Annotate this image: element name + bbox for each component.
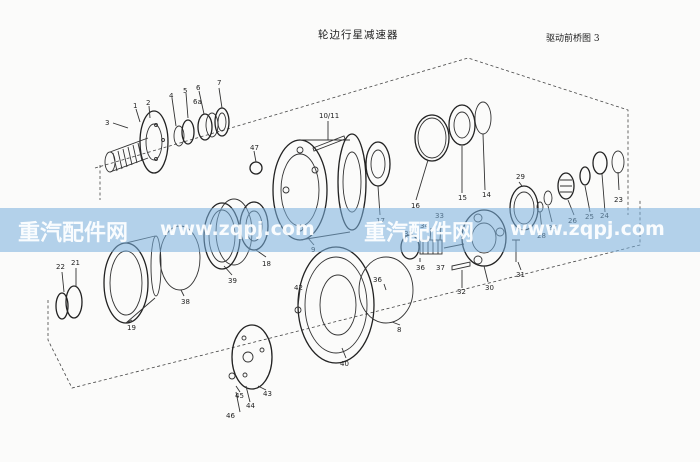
svg-text:2: 2: [146, 99, 150, 107]
svg-text:16: 16: [411, 202, 420, 210]
part-23: [611, 150, 625, 174]
svg-text:39: 39: [228, 277, 237, 285]
svg-text:42: 42: [294, 284, 303, 292]
watermark-brand: 重汽配件网: [18, 221, 129, 246]
svg-text:19: 19: [127, 324, 136, 332]
svg-text:15: 15: [458, 194, 467, 202]
part-25: [579, 166, 591, 186]
svg-text:21: 21: [71, 259, 80, 267]
svg-text:46: 46: [226, 412, 235, 420]
part-ring-16: [414, 114, 450, 162]
part-ring-21: [65, 285, 83, 319]
part-ring-14: [474, 101, 492, 135]
svg-text:47: 47: [250, 144, 259, 152]
part-cover-43: [231, 324, 273, 390]
part-27: [543, 190, 553, 206]
assembly-boundary: [94, 57, 629, 215]
part-46: [228, 372, 236, 380]
svg-text:31: 31: [516, 271, 525, 279]
part-32: [451, 261, 471, 271]
part-ring-22: [55, 292, 69, 320]
watermark-band: [0, 208, 700, 252]
part-rings-4-7: [173, 107, 230, 147]
svg-text:30: 30: [485, 284, 494, 292]
svg-text:5: 5: [183, 87, 187, 95]
svg-text:14: 14: [482, 191, 491, 199]
watermark-site: www.zqpj.com: [160, 218, 315, 240]
svg-text:23: 23: [614, 196, 623, 204]
part-seal-15: [448, 104, 476, 146]
part-nut-47: [249, 161, 263, 175]
part-hub-shaft: [104, 110, 169, 174]
svg-text:32: 32: [457, 288, 466, 296]
svg-text:10/11: 10/11: [319, 112, 339, 120]
svg-text:7: 7: [217, 79, 221, 87]
svg-text:6: 6: [196, 84, 201, 92]
svg-text:8: 8: [397, 326, 401, 334]
diagram-subtitle: 驱动前桥图 3: [546, 34, 600, 44]
svg-text:6a: 6a: [193, 98, 202, 106]
svg-text:44: 44: [246, 402, 255, 410]
part-bearing-17: [365, 141, 391, 187]
svg-text:37: 37: [436, 264, 445, 272]
part-45: [235, 385, 241, 393]
svg-text:38: 38: [181, 298, 190, 306]
watermark-site-2: www.zqpj.com: [510, 218, 665, 240]
svg-text:43: 43: [263, 390, 272, 398]
svg-text:45: 45: [235, 392, 244, 400]
svg-text:40: 40: [340, 360, 349, 368]
svg-text:36: 36: [416, 264, 425, 272]
part-42: [294, 306, 302, 314]
part-bolt-10: [312, 135, 346, 152]
svg-text:3: 3: [105, 119, 109, 127]
svg-text:18: 18: [262, 260, 271, 268]
svg-text:22: 22: [56, 263, 65, 271]
svg-text:29: 29: [516, 173, 525, 181]
watermark-brand-2: 重汽配件网: [364, 221, 475, 246]
svg-text:4: 4: [169, 92, 174, 100]
part-sun-gear-26: [557, 172, 575, 200]
part-oring-8: [358, 256, 414, 324]
diagram-title: 轮边行星减速器: [318, 29, 399, 41]
part-24: [592, 151, 608, 175]
svg-text:36: 36: [373, 276, 382, 284]
part-flange-40: [297, 246, 375, 364]
svg-text:1: 1: [133, 102, 137, 110]
